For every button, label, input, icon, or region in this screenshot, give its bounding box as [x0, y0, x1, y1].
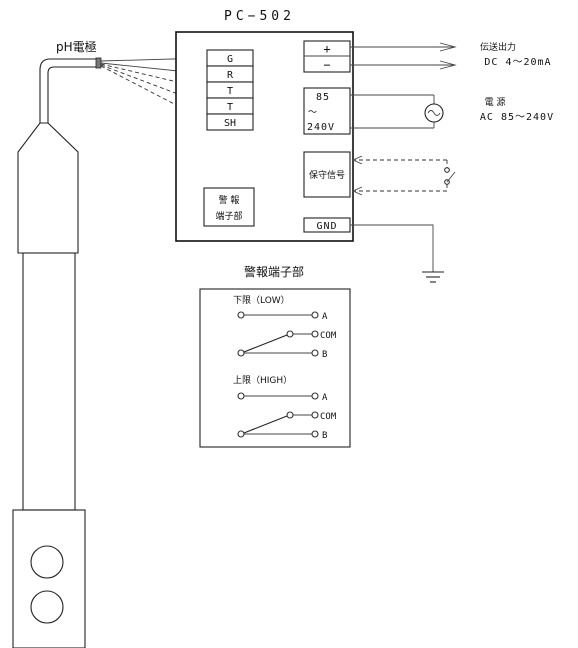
low-label: 下限（LOW）: [233, 295, 290, 306]
terminal-t1: T: [227, 86, 233, 97]
electrode-circle-bottom: [30, 590, 64, 624]
electrode-circle-top: [30, 545, 64, 579]
output-label-2: DC 4〜20mA: [484, 57, 551, 68]
power-terminals: [303, 87, 351, 135]
low-a: A: [322, 312, 328, 322]
ph-electrode: [12, 57, 102, 648]
output-arrows: [350, 42, 457, 70]
terminal-t2: T: [227, 102, 233, 113]
maintenance-label: 保守信号: [309, 169, 345, 181]
output-plus: +: [323, 42, 330, 56]
high-a: A: [322, 393, 328, 403]
low-contacts: [237, 311, 319, 357]
power-wiring: [350, 94, 435, 129]
gnd-label: GND: [316, 221, 337, 232]
terminal-r: R: [227, 70, 234, 81]
high-label: 上限（HIGH）: [233, 375, 292, 386]
maintenance-wiring: [351, 155, 448, 196]
output-minus: −: [323, 58, 330, 72]
power-label-1: 電 源: [485, 97, 506, 108]
switch-icon: [444, 167, 456, 185]
alarm-detail-title: 警報端子部: [244, 264, 304, 279]
terminal-g: G: [227, 54, 233, 65]
power-box-mid: 〜: [308, 108, 317, 118]
high-b: B: [322, 431, 327, 441]
alarm-detail-box: [199, 288, 351, 448]
power-label-2: AC 85〜240V: [480, 112, 554, 123]
power-box-bottom: 240V: [307, 122, 335, 133]
output-label-1: 伝送出力: [480, 41, 516, 53]
alarm-block: [203, 187, 255, 227]
high-com: COM: [320, 412, 337, 422]
terminal-sh: SH: [224, 118, 236, 129]
electrode-label: pH電極: [56, 39, 97, 54]
alarm-block-line1: 警 報: [219, 194, 240, 206]
terminal-strip: [206, 49, 254, 131]
device-title: PC−502: [224, 9, 295, 24]
output-terminals: [303, 40, 351, 73]
alarm-block-line2: 端子部: [215, 210, 242, 222]
power-box-top: 85: [316, 92, 330, 103]
low-b: B: [322, 350, 327, 360]
high-contacts: [237, 392, 319, 438]
maintenance-box: [303, 151, 351, 198]
ac-source-icon: [424, 103, 444, 123]
ground-icon: [350, 224, 444, 283]
low-com: COM: [320, 331, 337, 341]
